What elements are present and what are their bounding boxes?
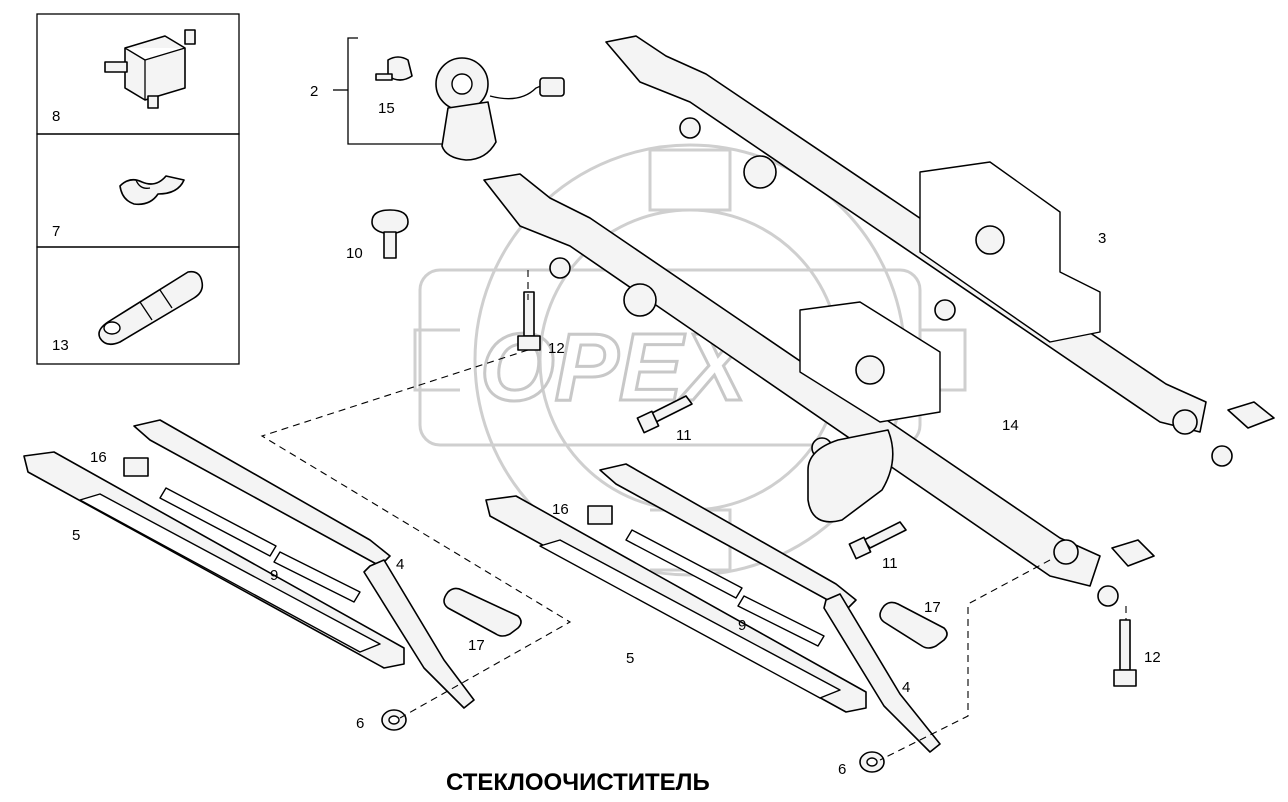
bolt-12-lower-icon — [1113, 619, 1137, 687]
callout-5-right: 5 — [626, 650, 634, 667]
linkage-assembly-14 — [483, 173, 1155, 607]
callout-6-right: 6 — [838, 761, 846, 778]
valve-8-icon — [104, 29, 196, 109]
inset-panel-13 — [36, 246, 240, 365]
wiper-set-left — [23, 419, 475, 709]
callout-4-right: 4 — [902, 679, 910, 696]
callout-3: 3 — [1098, 230, 1106, 247]
callout-4-left: 4 — [396, 556, 404, 573]
bolt-12-upper-icon — [517, 291, 541, 351]
plate-17-left-icon — [443, 587, 522, 637]
inset-label-13: 13 — [52, 337, 69, 354]
nut-6-right-icon — [859, 751, 885, 773]
callout-6-left: 6 — [356, 715, 364, 732]
callout-11-upper: 11 — [676, 427, 692, 444]
linkage-assembly-3 — [605, 35, 1275, 467]
nut-6-left-icon — [381, 709, 407, 731]
callout-17-left: 17 — [468, 637, 485, 654]
callout-12-upper: 12 — [548, 340, 565, 357]
inset-label-8: 8 — [52, 108, 60, 125]
callout-labels: 8 7 13 2 15 10 3 12 14 11 11 16 16 5 5 9… — [52, 83, 1161, 778]
diagram-title: СТЕКЛООЧИСТИТЕЛЬ — [446, 769, 710, 796]
callout-15: 15 — [378, 100, 395, 117]
callout-5-left: 5 — [72, 527, 80, 544]
plate-17-right-icon — [879, 601, 948, 649]
inset-label-7: 7 — [52, 223, 60, 240]
wiper-motor-icon — [435, 57, 565, 161]
bump-stop-10-icon — [371, 209, 409, 259]
clip-7-icon — [119, 175, 185, 206]
wiper-set-right — [485, 463, 941, 753]
callout-9-left: 9 — [270, 567, 278, 584]
callout-16-right: 16 — [552, 501, 569, 518]
pin-13-icon — [98, 270, 204, 346]
callout-11-lower: 11 — [882, 555, 898, 572]
callout-2: 2 — [310, 83, 318, 100]
callout-16-left: 16 — [90, 449, 107, 466]
bolt-11-upper-icon — [636, 395, 693, 434]
callout-10: 10 — [346, 245, 363, 262]
callout-12-lower: 12 — [1144, 649, 1161, 666]
assembly-lines — [260, 270, 1127, 761]
callout-9-right: 9 — [738, 617, 746, 634]
cap-15-icon — [375, 56, 413, 81]
motor-kit-2 — [333, 37, 565, 161]
inset-panel-group — [36, 13, 240, 365]
callout-17-right: 17 — [924, 599, 941, 616]
callout-14: 14 — [1002, 417, 1019, 434]
bolt-11-lower-icon — [848, 521, 907, 560]
